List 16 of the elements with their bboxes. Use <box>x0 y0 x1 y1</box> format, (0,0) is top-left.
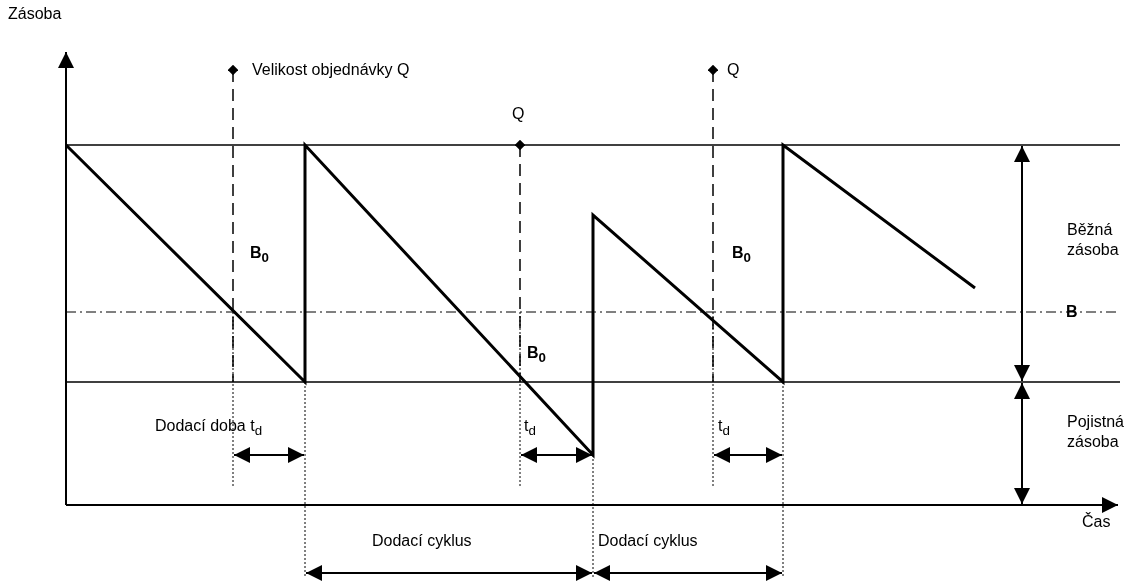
reorder-level-label: B$_{0}$ <box>732 243 751 268</box>
reorder-level-label: B$_{0}$ <box>527 343 546 368</box>
dimension-label: t$_{d}$ <box>718 416 730 441</box>
axis-label: Čas <box>1082 512 1111 532</box>
reorder-level-label: B$_{0}$ <box>250 243 269 268</box>
order-size-label: Velikost objednávky Q <box>252 60 410 80</box>
order-size-label: Q <box>727 60 740 80</box>
axis-label: Zásoba <box>8 4 62 24</box>
stock-zone-label: Běžná zásoba <box>1067 220 1120 260</box>
dimension-label: Dodací doba t$_{d}$ <box>155 416 263 441</box>
dimension-label: Dodací cyklus <box>372 531 472 551</box>
stock-zone-label: Pojistná zásoba <box>1067 412 1125 452</box>
order-size-label: Q <box>512 104 525 124</box>
dimension-label: t$_{d}$ <box>524 416 536 441</box>
dimension-label: Dodací cyklus <box>598 531 698 551</box>
reorder-level-label: B <box>1066 302 1078 322</box>
